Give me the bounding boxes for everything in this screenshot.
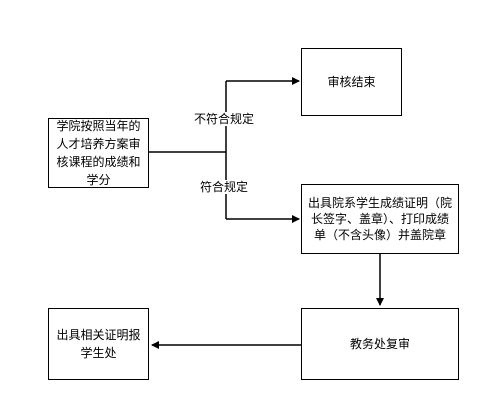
- node-academic-review: 教务处复审: [301, 308, 459, 380]
- node-start-label: 学院按照当年的人才培养方案审核课程的成绩和学分: [56, 119, 141, 187]
- node-issue-related-label: 出具相关证明报学生处: [56, 328, 141, 360]
- node-academic-review-label: 教务处复审: [349, 337, 410, 351]
- edge-label-compliant: 符合规定: [199, 180, 250, 194]
- node-end-review: 审核结束: [301, 48, 402, 116]
- node-start: 学院按照当年的人才培养方案审核课程的成绩和学分: [48, 118, 149, 188]
- node-end-review-label: 审核结束: [327, 75, 376, 89]
- node-issue-cert-label: 出具院系学生成绩证明（院长签字、盖章）、打印成绩单（不含头像）并盖院章: [307, 196, 452, 242]
- edge-label-not-compliant: 不符合规定: [193, 112, 256, 126]
- node-issue-related: 出具相关证明报学生处: [48, 308, 149, 380]
- node-issue-cert: 出具院系学生成绩证明（院长签字、盖章）、打印成绩单（不含头像）并盖院章: [301, 184, 459, 254]
